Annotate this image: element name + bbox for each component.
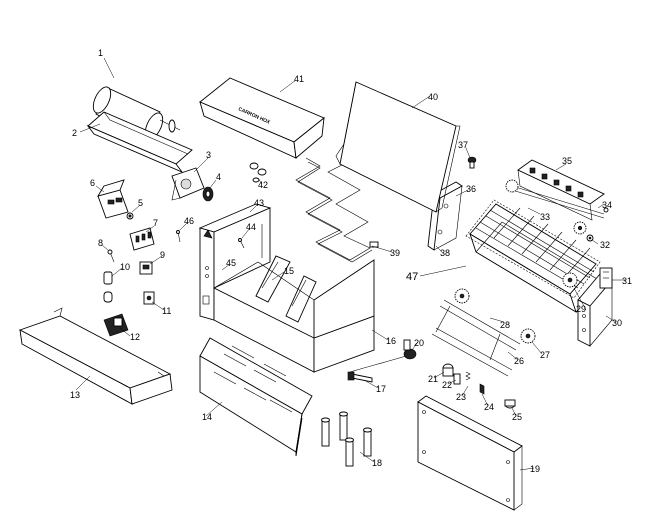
part-21-bushing <box>442 363 454 377</box>
label-30: 30 <box>612 318 622 328</box>
label-11: 11 <box>162 306 171 316</box>
label-24: 24 <box>484 402 494 412</box>
part-26-28-rods <box>431 299 521 377</box>
part-16-cabinet <box>198 203 375 373</box>
label-14: 14 <box>202 412 212 422</box>
part-2-trough <box>86 111 193 174</box>
part-13-drip-tray <box>18 307 173 405</box>
label-28: 28 <box>500 320 510 330</box>
part-41-hood <box>199 77 325 159</box>
part-33-sprocket <box>573 221 587 235</box>
part-28-sprocket <box>454 288 470 304</box>
label-45: 45 <box>226 258 236 268</box>
part-22-spacer <box>453 373 461 385</box>
part-5-nut <box>126 212 134 220</box>
label-2: 2 <box>72 128 77 138</box>
part-9-relay <box>139 261 153 275</box>
label-25: 25 <box>512 412 522 422</box>
label-33: 33 <box>540 212 550 222</box>
label-29: 29 <box>576 304 586 314</box>
part-44-screw <box>238 238 245 249</box>
label-16: 16 <box>386 336 396 346</box>
label-18: 18 <box>372 458 382 468</box>
part-32-washer <box>586 234 594 242</box>
label-9: 9 <box>160 250 165 260</box>
label-42: 42 <box>258 180 268 190</box>
label-37: 37 <box>458 140 468 150</box>
label-26: 26 <box>514 356 524 366</box>
label-10: 10 <box>120 262 130 272</box>
part-20-cord <box>349 339 417 373</box>
label-6: 6 <box>90 178 95 188</box>
part-14-front-panel <box>199 337 313 457</box>
label-36: 36 <box>466 184 476 194</box>
label-34: 34 <box>602 200 612 210</box>
label-19: 19 <box>530 464 540 474</box>
label-39: 39 <box>390 248 400 258</box>
label-4: 4 <box>216 172 221 182</box>
label-40: 40 <box>428 92 438 102</box>
label-15: 15 <box>284 266 294 276</box>
label-41: 41 <box>294 74 304 84</box>
part-35-roller-rack <box>505 159 605 221</box>
part-4-knob <box>202 186 214 202</box>
part-12-connector <box>103 313 129 337</box>
part-42-bushings <box>249 162 267 183</box>
label-38: 38 <box>440 248 450 258</box>
leader-lines <box>75 57 626 471</box>
label-32: 32 <box>600 240 610 250</box>
part-19-back-plate <box>417 395 523 511</box>
label-27: 27 <box>540 350 550 360</box>
label-7: 7 <box>153 218 158 228</box>
part-27-sprocket <box>520 328 536 344</box>
label-1: 1 <box>98 48 103 58</box>
label-21: 21 <box>428 374 438 384</box>
part-10-lamp <box>103 271 113 303</box>
part-17-bolt <box>347 371 373 383</box>
part-6-switch <box>97 179 129 219</box>
label-5: 5 <box>138 198 143 208</box>
label-35: 35 <box>562 156 572 166</box>
label-46: 46 <box>184 216 194 226</box>
part-3-bracket <box>171 167 205 201</box>
label-17: 17 <box>376 384 386 394</box>
part-40-curved-panel <box>335 81 461 213</box>
part-23-spring <box>465 371 471 381</box>
label-12: 12 <box>130 332 140 342</box>
part-7-terminal <box>129 227 155 251</box>
label-43: 43 <box>254 198 264 208</box>
part-47-roller-assembly <box>465 199 603 314</box>
part-37-screw <box>467 156 477 169</box>
label-44: 44 <box>246 222 256 232</box>
part-25-cap <box>504 399 516 409</box>
part-39-heating-element <box>295 157 379 263</box>
part-31-bracket-tab <box>599 267 613 289</box>
label-22: 22 <box>442 380 452 390</box>
part-24-clip <box>479 383 485 395</box>
label-8: 8 <box>98 238 103 248</box>
label-20: 20 <box>414 338 424 348</box>
part-11-thermostat <box>143 291 155 305</box>
label-3: 3 <box>206 150 211 160</box>
label-47: 47 <box>406 271 418 283</box>
part-29-sprocket <box>562 272 578 288</box>
part-number-labels: 1 2 3 4 5 6 7 8 9 10 11 12 13 14 15 16 1… <box>70 48 632 474</box>
part-18-legs <box>321 411 372 467</box>
part-46-screw <box>176 230 181 243</box>
label-13: 13 <box>70 390 80 400</box>
label-31: 31 <box>622 276 632 286</box>
part-8-screw <box>107 249 115 263</box>
label-23: 23 <box>456 392 466 402</box>
